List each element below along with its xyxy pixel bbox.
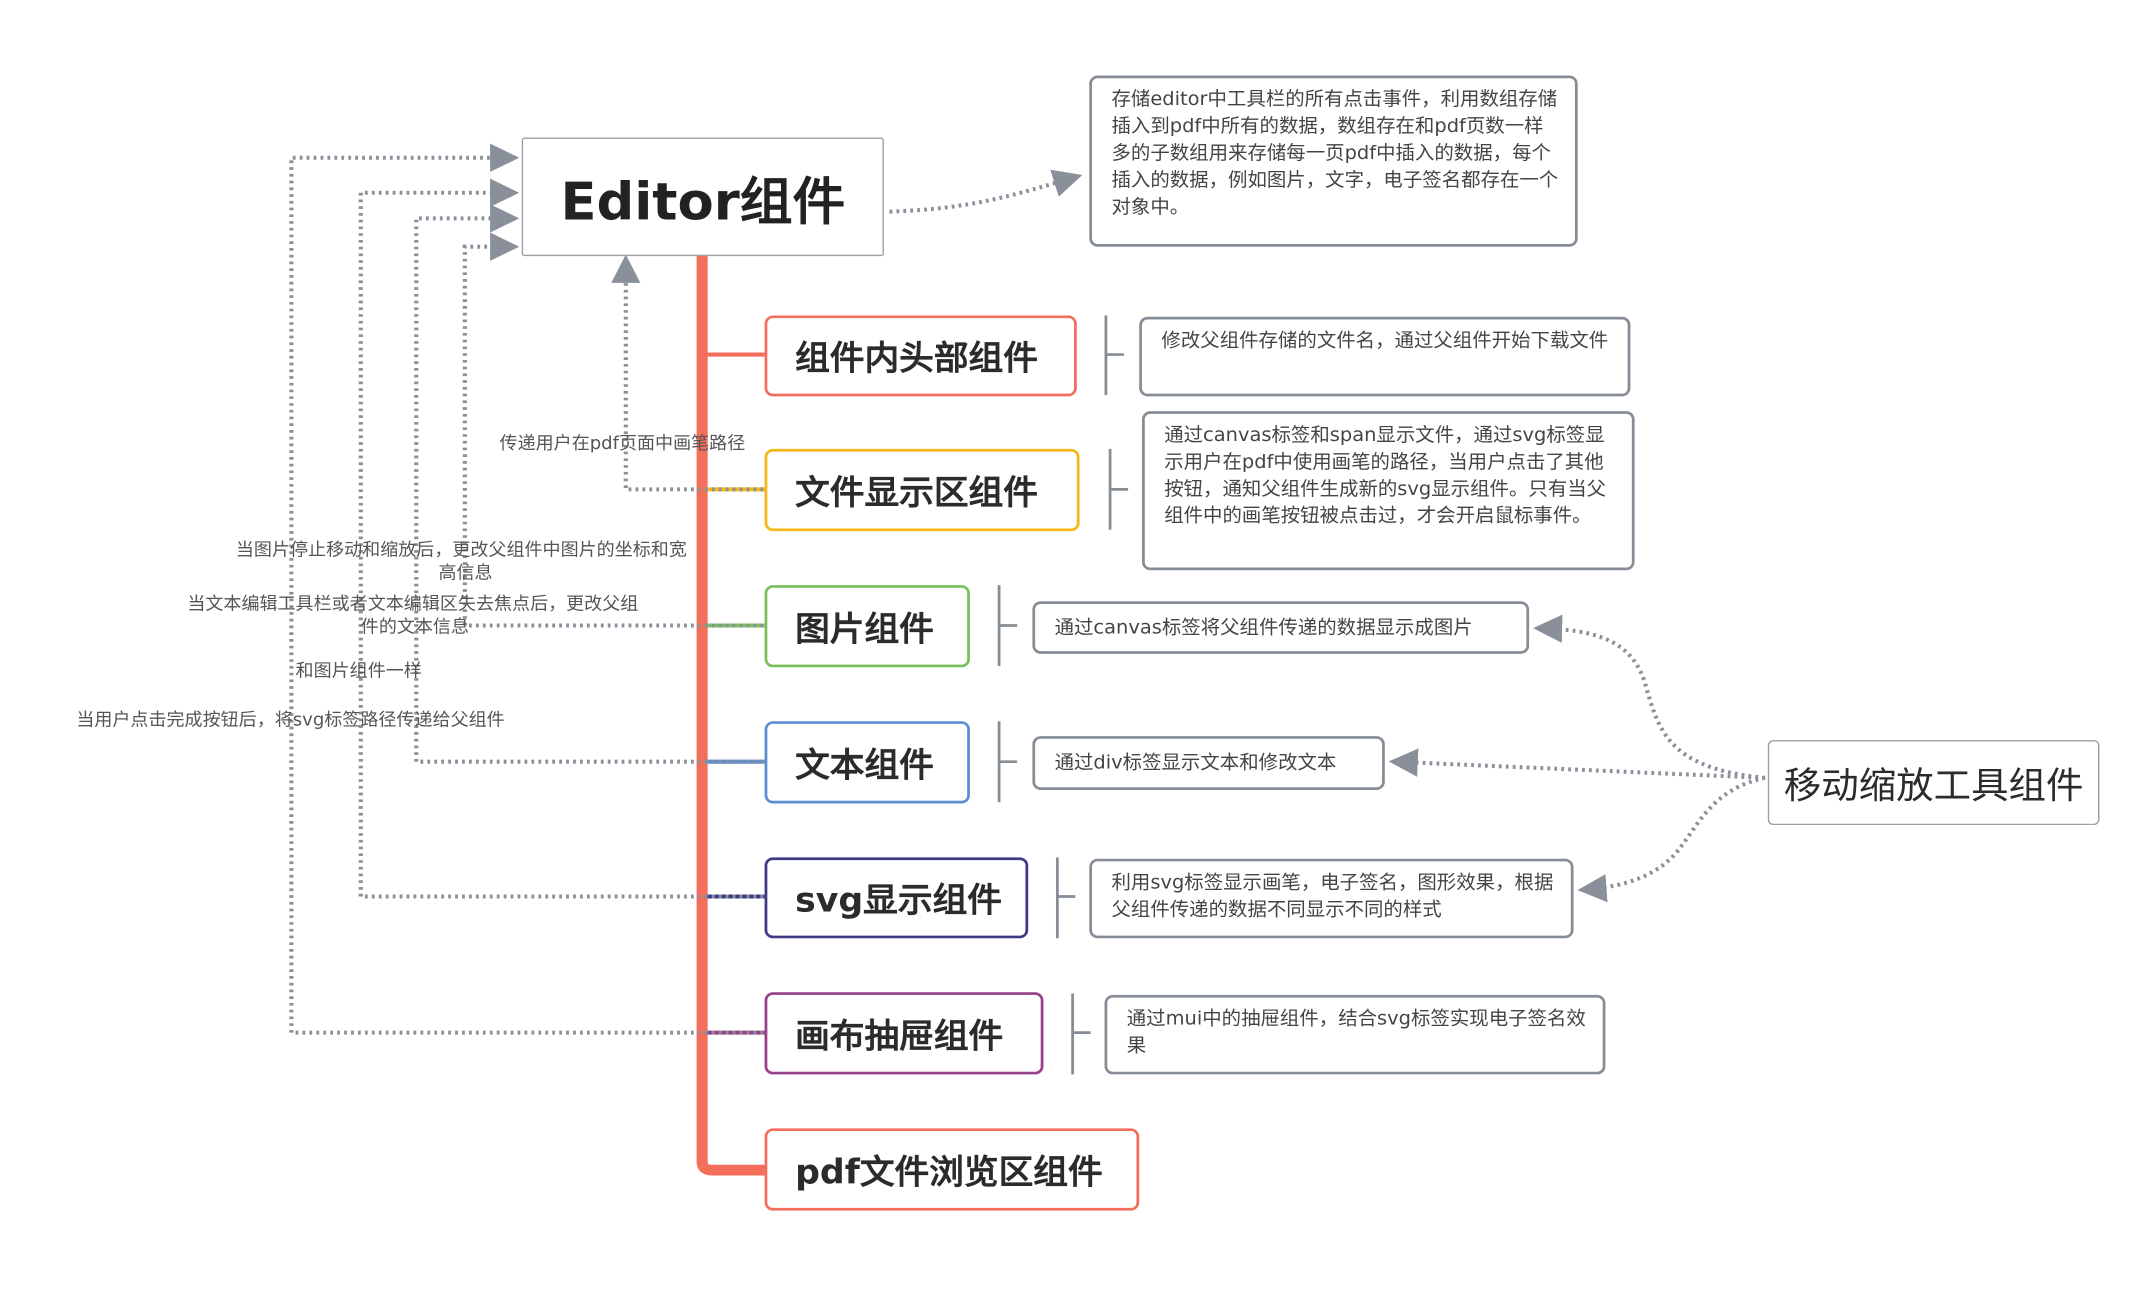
relation-tool-image <box>1533 614 1766 780</box>
relation-tool-text <box>1388 748 1766 780</box>
node-text-component[interactable]: 文本组件 <box>764 721 970 804</box>
relation-editor-note <box>889 169 1083 214</box>
node-pdf-viewer-label: pdf文件浏览区组件 <box>795 1151 1103 1192</box>
relation-label-image-line1: 当图片停止移动和缩放后，更改父组件中图片的坐标和宽 <box>235 540 687 561</box>
relation-text <box>414 204 764 764</box>
relation-image <box>462 232 764 628</box>
note-canvas-drawer-component: 通过mui中的抽屉组件，结合svg标签实现电子签名效果 <box>1104 994 1606 1075</box>
relation-tool-svg <box>1577 775 1766 903</box>
relation-label-svg: 和图片组件一样 <box>295 661 422 683</box>
note-image-text: 通过canvas标签将父组件传递的数据显示成图片 <box>1054 616 1473 639</box>
relation-label-drawer: 当用户点击完成按钮后，将svg标签路径传递给父组件 <box>76 710 505 731</box>
node-header-component[interactable]: 组件内头部组件 <box>764 315 1077 397</box>
editor-note: 存储editor中工具栏的所有点击事件，利用数组存储插入到pdf中所有的数据，数… <box>1089 75 1578 247</box>
note-svg-display-component: 利用svg标签显示画笔，电子签名，图形效果，根据父组件传递的数据不同显示不同的样… <box>1089 858 1574 939</box>
node-header-label: 组件内头部组件 <box>795 338 1038 378</box>
editor-root-node[interactable]: Editor组件 <box>521 137 884 257</box>
note-canvas-drawer-text: 通过mui中的抽屉组件，结合svg标签实现电子签名效果 <box>1126 1008 1586 1057</box>
note-image-component: 通过canvas标签将父组件传递的数据显示成图片 <box>1032 601 1530 654</box>
move-zoom-tool-node[interactable]: 移动缩放工具组件 <box>1767 740 2100 826</box>
note-header-component: 修改父组件存储的文件名，通过父组件开始下载文件 <box>1139 316 1631 397</box>
node-svg-display-component[interactable]: svg显示组件 <box>764 857 1029 939</box>
note-file-display-component: 通过canvas标签和span显示文件，通过svg标签显示用户在pdf中使用画笔… <box>1141 411 1635 571</box>
note-text-component: 通过div标签显示文本和修改文本 <box>1032 736 1385 790</box>
node-svg-display-label: svg显示组件 <box>795 880 1002 920</box>
note-text-text: 通过div标签显示文本和修改文本 <box>1054 752 1337 774</box>
note-brackets <box>997 315 1129 1075</box>
editor-root-label: Editor组件 <box>560 171 846 232</box>
node-text-label: 文本组件 <box>795 744 934 784</box>
note-header-text: 修改父组件存储的文件名，通过父组件开始下载文件 <box>1161 330 1609 352</box>
move-zoom-tool-label: 移动缩放工具组件 <box>1783 765 2084 808</box>
note-svg-display-text: 利用svg标签显示画笔，电子签名，图形效果，根据父组件传递的数据不同显示不同的样… <box>1111 872 1554 921</box>
trunk-line <box>696 250 771 1176</box>
node-canvas-drawer-component[interactable]: 画布抽屉组件 <box>764 992 1044 1075</box>
node-file-display-label: 文件显示区组件 <box>795 472 1038 512</box>
relation-label-text-line1: 当文本编辑工具栏或者文本编辑区失去焦点后，更改父组 <box>187 594 639 615</box>
editor-note-text: 存储editor中工具栏的所有点击事件，利用数组存储插入到pdf中所有的数据，数… <box>1111 88 1559 219</box>
relation-svg <box>358 178 764 899</box>
note-file-display-text: 通过canvas标签和span显示文件，通过svg标签显示用户在pdf中使用画笔… <box>1164 424 1607 528</box>
relation-label-image-line2: 高信息 <box>438 563 493 584</box>
relation-drawer <box>289 143 764 1035</box>
relation-label-text-line2: 件的文本信息 <box>360 617 470 638</box>
node-canvas-drawer-label: 画布抽屉组件 <box>795 1015 1004 1055</box>
node-pdf-viewer-component[interactable]: pdf文件浏览区组件 <box>764 1128 1140 1211</box>
node-file-display-component[interactable]: 文件显示区组件 <box>764 448 1080 532</box>
node-image-component[interactable]: 图片组件 <box>764 585 970 668</box>
relation-label-file-display: 传递用户在pdf页面中画笔路径 <box>499 434 746 455</box>
node-image-label: 图片组件 <box>795 608 934 648</box>
